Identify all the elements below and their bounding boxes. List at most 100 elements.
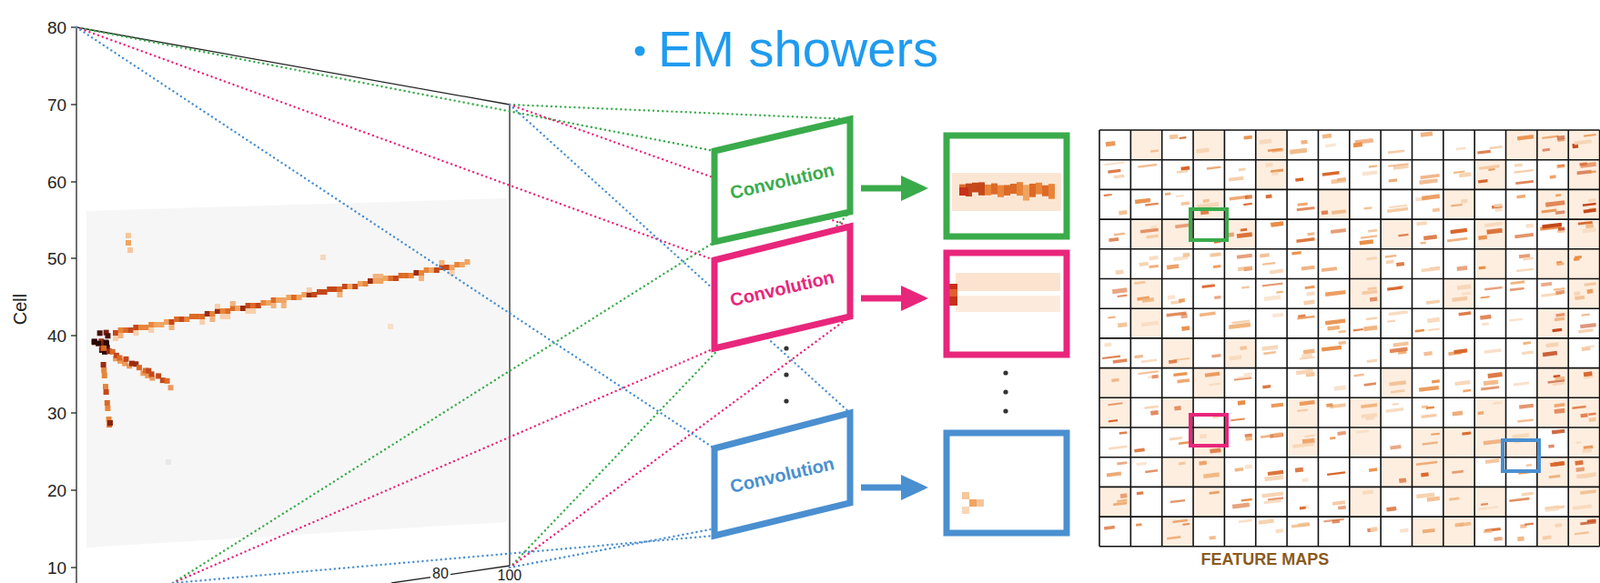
feature-map-cells bbox=[1550, 463, 1565, 466]
feature-map-cells bbox=[1522, 343, 1531, 345]
hit-pixels bbox=[362, 281, 368, 287]
feature-map-cells bbox=[1099, 516, 1600, 518]
feature-map-cells bbox=[1388, 382, 1406, 385]
feature-map-cells bbox=[1443, 457, 1475, 488]
hit-pixels bbox=[209, 311, 215, 317]
feature-map-cells bbox=[1332, 502, 1346, 505]
feature-map-cells bbox=[1585, 225, 1593, 227]
feature-map-cells bbox=[1579, 324, 1596, 327]
feature-map-cells bbox=[1108, 420, 1118, 422]
feature-map-cells bbox=[1168, 361, 1177, 363]
hit-pixels bbox=[209, 316, 215, 323]
feature-map-cells bbox=[1416, 495, 1435, 497]
feature-map-cells bbox=[1130, 279, 1162, 310]
feature-map-cells bbox=[1462, 433, 1472, 435]
hit-pixels bbox=[101, 367, 107, 374]
parallelogram-outline bbox=[714, 413, 851, 537]
feature-map-cells bbox=[1213, 264, 1221, 269]
feature-map-cells bbox=[1554, 410, 1566, 412]
hit-pixels bbox=[102, 384, 109, 390]
feature-map-cells bbox=[1270, 222, 1285, 225]
feature-map-cells bbox=[1238, 167, 1246, 172]
hit-pixels bbox=[101, 362, 107, 368]
hit-pixels bbox=[165, 459, 172, 466]
feature-map-cells bbox=[1134, 282, 1145, 284]
feature-map-cells bbox=[1537, 516, 1569, 547]
feature-map-cells bbox=[1289, 150, 1307, 152]
feature-map-cells bbox=[1305, 435, 1316, 437]
feature-map-cells bbox=[1193, 368, 1225, 399]
feature-map-cells bbox=[1115, 272, 1125, 274]
feature-map-cells bbox=[1555, 212, 1565, 213]
feature-map-cells bbox=[1228, 324, 1251, 328]
feature-map-cells bbox=[1574, 255, 1581, 260]
feature-map-cells bbox=[1173, 374, 1187, 376]
feature-map-cells bbox=[1259, 254, 1270, 256]
feature-map-cells bbox=[1321, 210, 1328, 215]
hit-pixels bbox=[143, 324, 150, 331]
feature-map-cells bbox=[1099, 397, 1131, 428]
feature-map-cells bbox=[1392, 403, 1399, 406]
feature-map-cells bbox=[1521, 493, 1534, 496]
feature-map-cells bbox=[1568, 249, 1600, 280]
feature-map-cells bbox=[1545, 508, 1560, 511]
feature-map-cells bbox=[1397, 352, 1407, 354]
feature-map-cells bbox=[1416, 222, 1427, 224]
feature-map-cells bbox=[1265, 194, 1273, 200]
ellipsis-dots bbox=[783, 398, 789, 404]
hit-pixels bbox=[377, 273, 384, 280]
feature-map-cells bbox=[1118, 212, 1127, 213]
feature-map-cells bbox=[1571, 406, 1586, 409]
feature-map-cells bbox=[1295, 469, 1304, 471]
plot-frame bbox=[70, 103, 77, 105]
feature-map-cells bbox=[1506, 130, 1538, 161]
feature-map-cells bbox=[1206, 167, 1222, 170]
feature-map-cells bbox=[1134, 449, 1145, 451]
feature-map-cells bbox=[1152, 374, 1159, 380]
feature-map-cells bbox=[1181, 313, 1188, 320]
feature-map-cells bbox=[1360, 405, 1378, 407]
feature-map-cells bbox=[1568, 160, 1600, 191]
feature-map-cells bbox=[1306, 374, 1316, 375]
feature-map-cells bbox=[1136, 491, 1144, 496]
hit-pixels bbox=[438, 260, 445, 266]
hit-pixels bbox=[138, 324, 144, 331]
feature-map-cells bbox=[1521, 352, 1534, 355]
feature-map-cells bbox=[1366, 258, 1377, 260]
hit-pixels bbox=[107, 420, 113, 426]
feature-map-cells bbox=[1443, 189, 1475, 220]
feature-map-cells bbox=[1396, 263, 1405, 265]
feature-map-cells bbox=[1366, 417, 1376, 419]
feature-map-cells bbox=[1458, 524, 1471, 527]
feature-map-cells bbox=[1583, 210, 1597, 213]
feature-map-cells bbox=[1553, 374, 1560, 378]
hit-pixels bbox=[347, 283, 354, 290]
plot-frame bbox=[391, 566, 510, 583]
output-arrows bbox=[860, 485, 905, 492]
feature-map-cells bbox=[1237, 267, 1252, 270]
feature-map-cells bbox=[1484, 287, 1502, 290]
feature-map-cells bbox=[1326, 472, 1346, 475]
plot-frame bbox=[75, 27, 77, 583]
feature-map-cells bbox=[1102, 356, 1121, 359]
feature-map-cells bbox=[1149, 265, 1159, 267]
feature-map-cells bbox=[1099, 218, 1600, 221]
feature-map-cells bbox=[1537, 397, 1569, 428]
feature-thumbnails bbox=[978, 182, 985, 195]
feature-map-cells bbox=[1337, 433, 1347, 435]
feature-map-cells bbox=[1141, 323, 1159, 325]
hit-pixels bbox=[306, 287, 313, 294]
feature-map-cells bbox=[1478, 181, 1488, 183]
feature-map-cells bbox=[1366, 318, 1378, 320]
hit-pixels bbox=[91, 232, 471, 466]
feature-map-cells bbox=[1582, 229, 1597, 232]
hit-pixels bbox=[311, 292, 317, 298]
feature-map-cells bbox=[1203, 475, 1219, 477]
feature-map-cells bbox=[1454, 350, 1468, 353]
feature-map-cells bbox=[1169, 437, 1183, 440]
hit-pixels bbox=[322, 289, 328, 295]
feature-map-cells bbox=[1296, 371, 1313, 374]
feature-map-cells bbox=[1420, 242, 1427, 245]
feature-map-cells bbox=[1205, 374, 1220, 376]
feature-map-cells bbox=[1255, 130, 1287, 161]
